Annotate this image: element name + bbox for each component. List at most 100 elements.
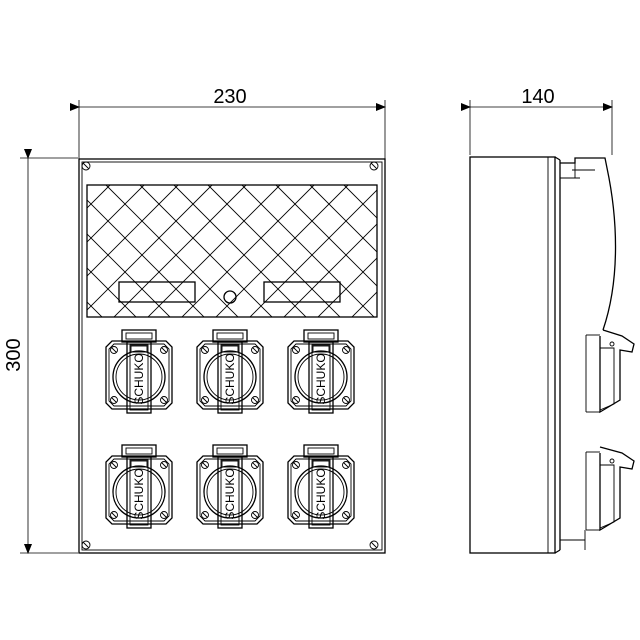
hatch-line — [343, 185, 377, 219]
hatch-line — [0, 185, 42, 325]
screw-icon — [369, 161, 379, 171]
lid-strip — [217, 341, 243, 414]
socket-face — [294, 465, 348, 519]
lid-strip — [217, 456, 243, 529]
hatch-line — [0, 185, 42, 325]
schuko-label: SCHUKO — [314, 468, 328, 519]
hatch-line — [514, 185, 640, 325]
socket-face — [112, 465, 166, 519]
window-hatch-pattern — [0, 185, 640, 325]
hatch-line — [87, 185, 179, 277]
lid-hinge — [121, 329, 157, 343]
lid-strip — [126, 341, 152, 414]
hatch-line — [412, 185, 552, 325]
screw-icon — [251, 396, 259, 404]
screw-icon — [342, 461, 350, 469]
socket-face — [112, 350, 166, 404]
screw-icon — [292, 511, 300, 519]
screw-icon — [292, 346, 300, 354]
front-view: SCHUKO SCHUKO SCHUKO SCHUKO SCHUKO SCHUKO — [0, 158, 640, 554]
depth-label: 140 — [521, 86, 554, 108]
hatch-line — [446, 185, 586, 325]
schuko-socket: SCHUKO — [105, 329, 173, 414]
lid-hinge — [212, 329, 248, 343]
schuko-label: SCHUKO — [132, 468, 146, 519]
height-label: 300 — [3, 338, 25, 371]
width-label: 230 — [213, 86, 246, 108]
screw-icon — [160, 346, 168, 354]
screw-icon — [201, 511, 209, 519]
screw-icon — [110, 396, 118, 404]
socket-profile-upper — [585, 329, 635, 414]
socket-profile-lower — [585, 446, 635, 532]
hatch-line — [181, 185, 315, 317]
side-body — [469, 156, 556, 554]
hatch-line — [87, 185, 213, 311]
lid-strip — [308, 341, 334, 414]
schuko-socket: SCHUKO — [196, 444, 264, 529]
screw-icon — [201, 396, 209, 404]
lid-profile — [560, 157, 617, 331]
screw-icon — [110, 461, 118, 469]
screw-icon — [251, 346, 259, 354]
hatch-line — [215, 185, 349, 317]
enclosure-outline — [78, 158, 386, 554]
schuko-socket: SCHUKO — [196, 329, 264, 414]
screw-icon — [342, 396, 350, 404]
screw-icon — [160, 511, 168, 519]
schuko-label: SCHUKO — [223, 468, 237, 519]
schuko-socket: SCHUKO — [287, 329, 355, 414]
schuko-label: SCHUKO — [314, 353, 328, 404]
hatch-line — [480, 185, 620, 325]
screw-icon — [110, 511, 118, 519]
hatch-line — [514, 185, 640, 325]
screw-icon — [292, 396, 300, 404]
screw-icon — [160, 461, 168, 469]
screw-icon — [342, 511, 350, 519]
lock-icon — [223, 290, 237, 304]
hatch-line — [0, 185, 76, 325]
hatch-line — [87, 185, 145, 243]
socket-face — [203, 350, 257, 404]
screw-icon — [251, 511, 259, 519]
lid-strip — [308, 456, 334, 529]
screw-icon — [201, 461, 209, 469]
label-slot-right — [263, 281, 341, 303]
schuko-socket: SCHUKO — [105, 444, 173, 529]
lid-strip — [126, 456, 152, 529]
label-slot-left — [118, 281, 196, 303]
schuko-socket: SCHUKO — [287, 444, 355, 529]
screw-icon — [81, 161, 91, 171]
hatch-line — [480, 185, 620, 325]
depth-dimension: 140 — [461, 86, 613, 155]
hatch-line — [412, 185, 552, 325]
screw-icon — [369, 540, 379, 550]
schuko-label: SCHUKO — [223, 353, 237, 404]
hatch-line — [309, 185, 377, 253]
screw-icon — [201, 346, 209, 354]
side-view — [469, 156, 635, 554]
breaker-window — [0, 184, 640, 325]
width-dimension: 230 — [70, 86, 386, 160]
hatch-line — [0, 185, 8, 325]
lid-hinge — [303, 444, 339, 458]
socket-grid: SCHUKO SCHUKO SCHUKO SCHUKO SCHUKO SCHUKO — [105, 329, 355, 529]
socket-face — [203, 465, 257, 519]
screw-icon — [292, 461, 300, 469]
height-dimension: 300 — [3, 149, 78, 554]
schuko-label: SCHUKO — [132, 353, 146, 404]
hatch-line — [446, 185, 586, 325]
corner-screws — [81, 161, 379, 550]
hatch-line — [351, 291, 377, 317]
screw-icon — [110, 346, 118, 354]
hatch-line — [0, 185, 76, 325]
socket-face — [294, 350, 348, 404]
lid-hinge — [121, 444, 157, 458]
hatch-line — [378, 185, 518, 325]
window-frame — [86, 184, 378, 318]
screw-icon — [342, 346, 350, 354]
screw-icon — [81, 540, 91, 550]
hatch-line — [0, 185, 8, 325]
enclosure-inner-edge — [81, 161, 383, 551]
